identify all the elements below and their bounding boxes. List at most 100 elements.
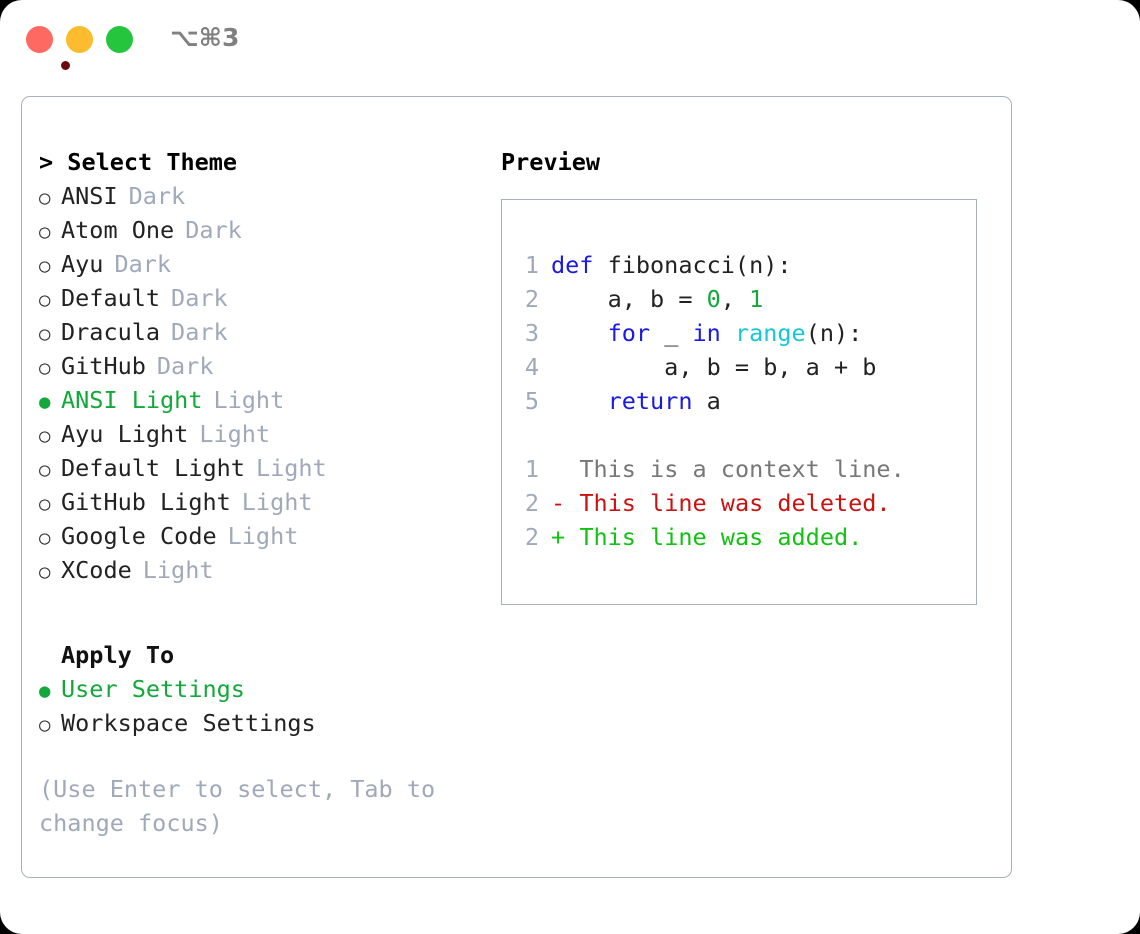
theme-option-mode-tag: Dark xyxy=(171,318,228,346)
theme-option-label: Ayu Light xyxy=(61,420,189,448)
radio-unselected-icon[interactable]: ○ xyxy=(39,459,51,481)
theme-option-label: Atom One xyxy=(61,216,175,244)
theme-option-ayu-light[interactable]: ○ Ayu Light Light xyxy=(39,417,489,451)
theme-option-label: Ayu xyxy=(61,250,104,278)
theme-option-label: Google Code xyxy=(61,522,217,550)
apply-to-option-list: ● User Settings ○ Workspace Settings xyxy=(39,672,489,740)
code-token: 0 xyxy=(706,285,721,313)
apply-to-option-user-settings[interactable]: ● User Settings xyxy=(39,672,489,706)
code-token: def xyxy=(551,251,608,279)
radio-unselected-icon[interactable]: ○ xyxy=(39,493,51,515)
theme-option-label: ANSI Light xyxy=(61,386,203,414)
code-token: a xyxy=(692,387,721,415)
radio-unselected-icon[interactable]: ○ xyxy=(39,221,51,243)
code-line: 4 a, b = b, a + b xyxy=(521,350,877,384)
diff-line-number: 1 xyxy=(524,455,539,483)
keyboard-hint-text: (Use Enter to select, Tab to change focu… xyxy=(39,775,436,837)
theme-option-mode-tag: Dark xyxy=(114,250,172,278)
line-number: 5 xyxy=(524,387,539,415)
radio-unselected-icon[interactable]: ○ xyxy=(39,561,51,583)
theme-option-mode-tag: Dark xyxy=(185,216,242,244)
diff-marker xyxy=(551,455,565,483)
radio-selected-icon[interactable]: ● xyxy=(39,680,51,702)
radio-unselected-icon[interactable]: ○ xyxy=(39,289,51,311)
theme-option-label: Default Light xyxy=(61,454,245,482)
code-token xyxy=(551,319,608,347)
diff-marker-spacer xyxy=(565,523,579,551)
line-number: 3 xyxy=(524,319,539,347)
line-number: 2 xyxy=(524,285,539,313)
theme-option-label: ANSI xyxy=(61,182,118,210)
code-line: 5 return a xyxy=(521,384,876,418)
theme-option-google-code[interactable]: ○ Google Code Light xyxy=(39,519,489,553)
code-token: _ xyxy=(650,319,693,347)
code-token: range xyxy=(734,319,806,347)
minimize-window-button[interactable] xyxy=(66,26,93,53)
diff-marker: + xyxy=(551,523,566,551)
code-token xyxy=(721,319,735,347)
code-token: a, b = b, a + b xyxy=(551,353,877,381)
theme-option-mode-tag: Light xyxy=(241,488,313,516)
code-token: a, b = xyxy=(551,285,707,313)
diff-line-number: 2 xyxy=(524,489,539,517)
theme-option-default[interactable]: ○ Default Dark xyxy=(39,281,489,315)
theme-option-label: GitHub Light xyxy=(61,488,231,516)
radio-unselected-icon[interactable]: ○ xyxy=(39,425,51,447)
code-token xyxy=(551,387,608,415)
theme-option-mode-tag: Light xyxy=(255,454,327,482)
code-token: return xyxy=(607,387,693,415)
diff-marker-spacer xyxy=(565,489,579,517)
theme-option-mode-tag: Dark xyxy=(171,284,228,312)
theme-option-ayu[interactable]: ○ Ayu Dark xyxy=(39,247,489,281)
theme-option-github-light[interactable]: ○ GitHub Light Light xyxy=(39,485,489,519)
apply-to-option-label: Workspace Settings xyxy=(61,709,316,737)
radio-unselected-icon[interactable]: ○ xyxy=(39,527,51,549)
recording-indicator-icon xyxy=(61,61,70,70)
theme-option-mode-tag: Light xyxy=(227,522,299,550)
radio-unselected-icon[interactable]: ○ xyxy=(39,714,51,736)
radio-unselected-icon[interactable]: ○ xyxy=(39,255,51,277)
theme-option-default-light[interactable]: ○ Default Light Light xyxy=(39,451,489,485)
code-token: (n): xyxy=(805,319,863,347)
apply-to-option-label: User Settings xyxy=(61,675,245,703)
radio-unselected-icon[interactable]: ○ xyxy=(39,323,51,345)
theme-option-label: Default xyxy=(61,284,161,312)
diff-marker-spacer xyxy=(565,455,579,483)
theme-option-github[interactable]: ○ GitHub Dark xyxy=(39,349,489,383)
diff-marker: - xyxy=(551,489,566,517)
theme-option-atom-one[interactable]: ○ Atom One Dark xyxy=(39,213,489,247)
code-token: 1 xyxy=(749,285,764,313)
theme-option-mode-tag: Dark xyxy=(156,352,214,380)
radio-selected-icon[interactable]: ● xyxy=(39,391,51,413)
code-line: 2 a, b = 0, 1 xyxy=(521,282,876,316)
line-number: 1 xyxy=(524,251,539,279)
close-window-button[interactable] xyxy=(26,26,70,70)
diff-line-text: This line was deleted. xyxy=(579,489,891,517)
diff-line-text: This line was added. xyxy=(579,523,863,551)
diff-line-number: 2 xyxy=(524,523,539,551)
diff-line-text: This is a context line. xyxy=(579,455,905,483)
theme-option-label: GitHub xyxy=(61,352,146,380)
page-title: > Select Theme xyxy=(39,148,238,176)
maximize-window-button[interactable] xyxy=(106,26,133,53)
radio-unselected-icon[interactable]: ○ xyxy=(39,357,51,379)
diff-line: 2 + This line was added. xyxy=(521,520,905,554)
apply-to-option-workspace-settings[interactable]: ○ Workspace Settings xyxy=(39,706,489,740)
radio-unselected-icon[interactable]: ○ xyxy=(39,187,51,209)
preview-heading: Preview xyxy=(501,148,601,176)
code-token: , xyxy=(720,285,750,313)
code-token: for xyxy=(607,319,651,347)
theme-option-mode-tag: Light xyxy=(199,420,271,448)
keyboard-shortcut-label: ⌥⌘3 xyxy=(170,23,240,52)
code-line: 3 for _ in range(n): xyxy=(521,316,876,350)
